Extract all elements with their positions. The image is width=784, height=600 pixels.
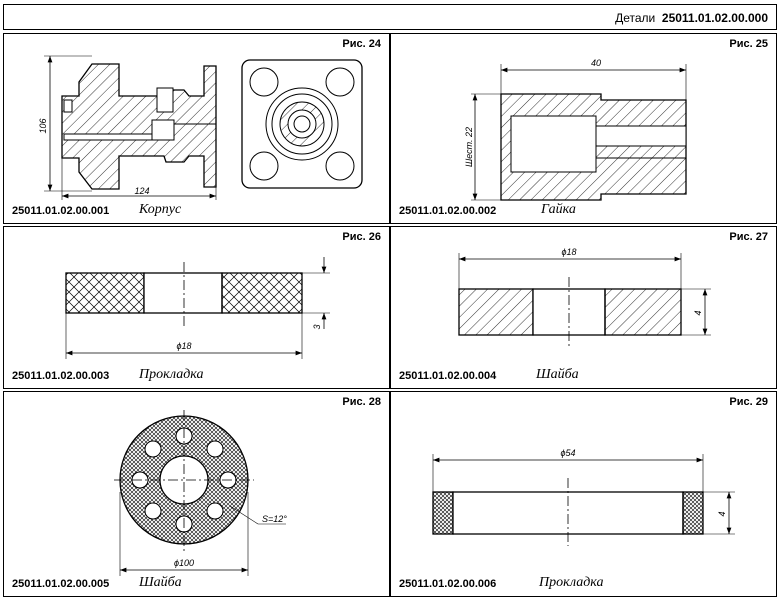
sheet-header: Детали 25011.01.02.00.000 xyxy=(3,4,777,30)
part-code: 25011.01.02.00.001 xyxy=(12,205,110,217)
header-label: Детали xyxy=(615,11,656,25)
part-code: 25011.01.02.00.006 xyxy=(399,578,497,590)
nut-drawing: 40 Шест. 22 xyxy=(464,58,687,201)
part-name: Корпус xyxy=(139,202,182,217)
part-code: 25011.01.02.00.005 xyxy=(12,578,110,590)
dim-thickness: 4 xyxy=(717,511,727,516)
dim-height: 106 xyxy=(38,118,48,133)
flange-washer-drawing: ϕ100 S=12° xyxy=(114,410,287,576)
part-code: 25011.01.02.00.004 xyxy=(399,370,497,382)
figure-label: Рис. 27 xyxy=(729,231,768,243)
dim-diameter: ϕ100 xyxy=(174,558,194,568)
dim-thickness: 3 xyxy=(312,324,322,329)
dim-diameter: ϕ54 xyxy=(560,448,575,458)
dim-thickness: 4 xyxy=(693,310,703,315)
panel-fig-29: Рис. 29 ϕ54 4 25011.01.02.00.006 Проклад… xyxy=(390,391,777,597)
part-code: 25011.01.02.00.003 xyxy=(12,370,110,382)
header-code: 25011.01.02.00.000 xyxy=(661,11,768,25)
figure-label: Рис. 25 xyxy=(729,38,768,50)
dim-length: 124 xyxy=(134,186,149,196)
dim-length: 40 xyxy=(591,58,601,68)
washer-drawing: ϕ18 4 xyxy=(458,247,711,347)
gasket-large-drawing: ϕ54 4 xyxy=(432,448,735,546)
panel-fig-24: Рис. 24 106 124 25011.01.02.00.001 Корпу… xyxy=(3,33,390,224)
figure-label: Рис. 29 xyxy=(729,396,768,408)
part-name: Гайка xyxy=(541,202,576,217)
figure-label: Рис. 26 xyxy=(342,231,381,243)
panel-fig-25: Рис. 25 40 Шест. 22 25011.01.02.00.002 Г… xyxy=(390,33,777,224)
panel-fig-27: Рис. 27 ϕ18 4 25011.01.02.00.004 Шайба xyxy=(390,226,777,389)
part-name: Прокладка xyxy=(139,367,204,382)
part-name: Шайба xyxy=(536,367,579,382)
dim-diameter: ϕ18 xyxy=(176,341,191,351)
part-name: Шайба xyxy=(139,575,182,590)
part-code: 25011.01.02.00.002 xyxy=(399,205,497,217)
dim-diameter: ϕ18 xyxy=(561,247,576,257)
figure-label: Рис. 24 xyxy=(342,38,381,50)
panel-fig-28: Рис. 28 ϕ100 S=12° 25011.01.02.00.005 Ша… xyxy=(3,391,390,597)
body-drawing: 106 124 xyxy=(38,55,363,200)
gasket-drawing: ϕ18 3 xyxy=(65,257,330,359)
panel-fig-26: Рис. 26 ϕ18 3 25011.01.02.00.003 Проклад… xyxy=(3,226,390,389)
dim-thickness: S=12° xyxy=(262,514,287,524)
part-name: Прокладка xyxy=(539,575,604,590)
figure-label: Рис. 28 xyxy=(342,396,381,408)
dim-hex: Шест. 22 xyxy=(464,127,474,167)
